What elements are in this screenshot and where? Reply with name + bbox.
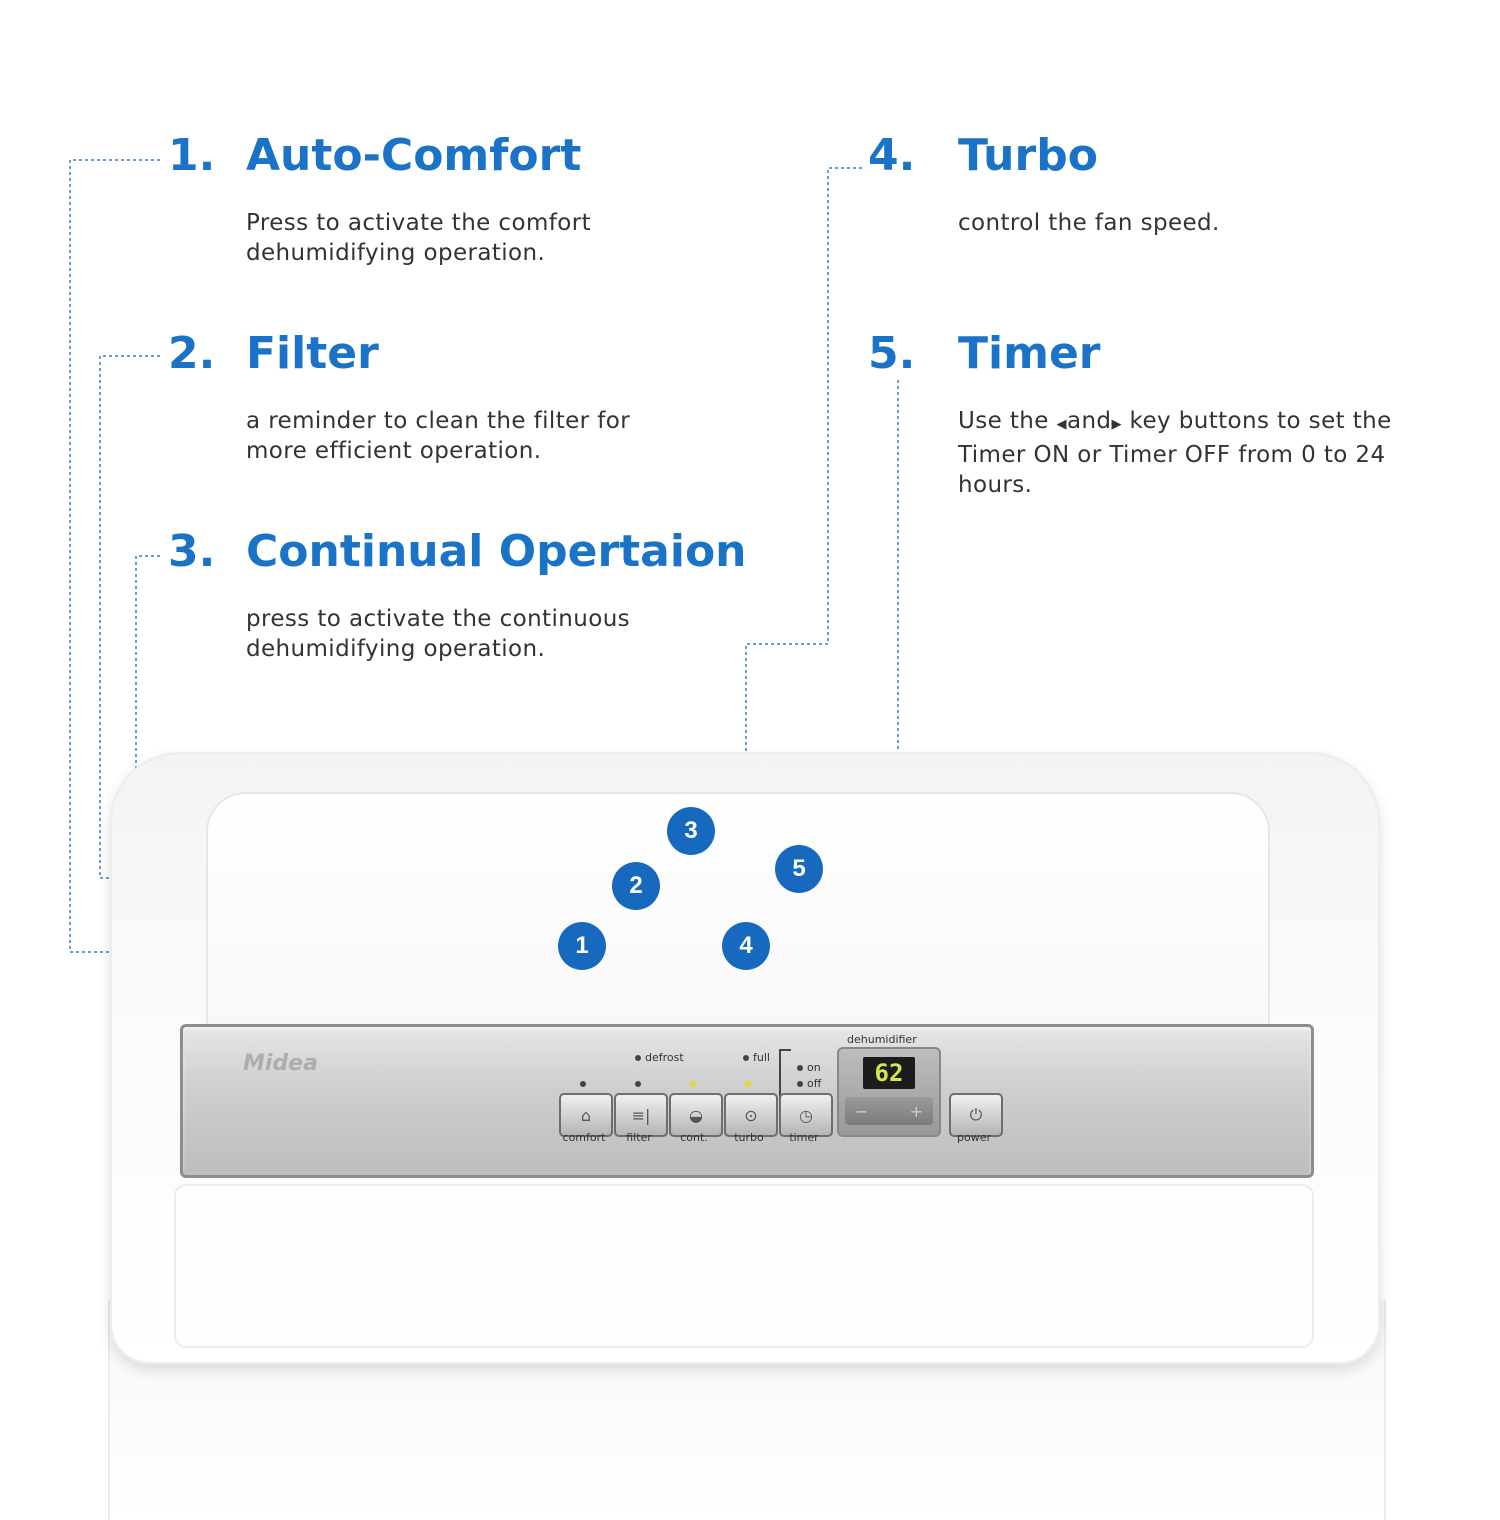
- display-title: dehumidifier: [847, 1033, 917, 1046]
- cont-label: cont.: [680, 1131, 708, 1144]
- handle-recess: [174, 1184, 1314, 1348]
- comfort-label: comfort: [562, 1131, 606, 1144]
- power-label: power: [957, 1131, 991, 1144]
- timer-on-label: on: [807, 1061, 821, 1074]
- feature-5-text-a: Use the: [958, 408, 1057, 434]
- humidity-display: 62 − +: [837, 1047, 941, 1137]
- callout-badge-5: 5: [775, 845, 823, 893]
- control-panel: Midea defrost full on off ⌂ comfort ≡| f…: [180, 1024, 1314, 1178]
- brand-logo: Midea: [243, 1051, 318, 1076]
- timer-label: timer: [789, 1131, 819, 1144]
- filter-led: [635, 1081, 641, 1087]
- turbo-led: [745, 1081, 751, 1087]
- feature-5-description: Use the ◀and▶ key buttons to set the Tim…: [958, 406, 1398, 500]
- defrost-label: defrost: [645, 1051, 684, 1064]
- filter-icon: ≡|: [631, 1105, 651, 1125]
- feature-1-description: Press to activate the comfort dehumidify…: [246, 210, 591, 266]
- filter-label: filter: [626, 1131, 652, 1144]
- clock-icon: ◷: [799, 1105, 813, 1125]
- minus-icon[interactable]: −: [855, 1101, 869, 1121]
- feature-5-text-b: and: [1066, 408, 1112, 434]
- timer-off-label: off: [807, 1077, 822, 1090]
- feature-2-number: 2.: [168, 328, 216, 379]
- full-label: full: [753, 1051, 770, 1064]
- callout-badge-4: 4: [722, 922, 770, 970]
- cont-button[interactable]: ◒: [669, 1093, 723, 1137]
- feature-5-text-c: key buttons to set the Timer ON or Timer…: [958, 408, 1392, 498]
- feature-1-number: 1.: [168, 130, 216, 181]
- timer-off-led: [797, 1081, 803, 1087]
- timer-bracket: [779, 1049, 791, 1111]
- feature-4-description: control the fan speed.: [958, 210, 1220, 236]
- filter-button[interactable]: ≡|: [614, 1093, 668, 1137]
- fan-icon: ⊙: [744, 1105, 758, 1125]
- right-arrow-icon: ▶: [1111, 417, 1122, 432]
- feature-4-title: Turbo: [958, 130, 1098, 181]
- feature-4-number: 4.: [868, 130, 916, 181]
- comfort-button[interactable]: ⌂: [559, 1093, 613, 1137]
- feature-3-number: 3.: [168, 526, 216, 577]
- lid-panel: [206, 792, 1270, 1036]
- feature-3-title: Continual Opertaion: [246, 526, 747, 577]
- feature-5-number: 5.: [868, 328, 916, 379]
- comfort-led: [580, 1081, 586, 1087]
- humidity-readout: 62: [863, 1057, 915, 1089]
- home-icon: ⌂: [580, 1105, 592, 1125]
- timer-button[interactable]: ◷: [779, 1093, 833, 1137]
- timer-on-led: [797, 1065, 803, 1071]
- plus-icon[interactable]: +: [909, 1101, 923, 1121]
- callout-badge-3: 3: [667, 807, 715, 855]
- turbo-label: turbo: [734, 1131, 764, 1144]
- feature-2-title: Filter: [246, 328, 379, 379]
- drop-icon: ◒: [689, 1105, 703, 1125]
- feature-2-description: a reminder to clean the filter for more …: [246, 408, 631, 464]
- humidity-adjust-buttons[interactable]: − +: [845, 1097, 933, 1125]
- full-led: [743, 1055, 749, 1061]
- feature-5-title: Timer: [958, 328, 1101, 379]
- feature-1-title: Auto-Comfort: [246, 130, 582, 181]
- left-arrow-icon: ◀: [1056, 417, 1067, 432]
- feature-3-description: press to activate the continuous dehumid…: [246, 606, 631, 662]
- defrost-led: [635, 1055, 641, 1061]
- power-icon: ⏻: [969, 1105, 983, 1124]
- turbo-button[interactable]: ⊙: [724, 1093, 778, 1137]
- power-button[interactable]: ⏻: [949, 1093, 1003, 1137]
- callout-badge-2: 2: [612, 862, 660, 910]
- cont-led: [690, 1081, 696, 1087]
- callout-badge-1: 1: [558, 922, 606, 970]
